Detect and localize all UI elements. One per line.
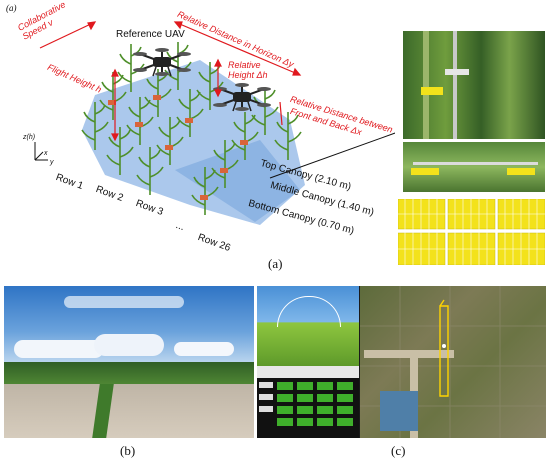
coordinate-axes <box>34 142 48 161</box>
reference-uav-label: Reference UAV <box>116 29 185 40</box>
front-back-arrow <box>279 101 283 126</box>
axis-z-label: z(h) <box>23 134 36 141</box>
panel-b-caption: (b) <box>120 443 136 458</box>
cloud <box>94 334 164 356</box>
cloud <box>64 296 184 308</box>
control-buttons-svg <box>259 382 353 426</box>
corn-stalk <box>423 31 429 139</box>
yellow-card-grid <box>398 199 545 265</box>
panel-c-caption: (c) <box>391 443 406 458</box>
field-photo <box>4 286 254 438</box>
axis-y-label: y <box>50 159 54 166</box>
sensor-photo-bottom <box>403 142 545 192</box>
panel-a-caption: (a) <box>268 256 283 271</box>
sensor-photo-top <box>403 31 545 139</box>
concrete-ground <box>4 384 254 438</box>
reference-uav-drone <box>133 48 191 77</box>
axis-x-label: x <box>44 150 48 157</box>
control-grid <box>257 378 359 438</box>
sensor-rod <box>413 162 538 165</box>
yellow-card <box>411 168 439 175</box>
sensor-pole <box>453 31 457 139</box>
cloud <box>174 342 234 356</box>
second-uav-drone <box>213 83 271 112</box>
corn-field-strip <box>4 362 254 384</box>
ground-station-screenshot <box>257 286 546 438</box>
callout-line <box>269 132 395 179</box>
field-schematic-svg <box>34 21 395 225</box>
panel-a-schematic: (a) Collaborative Speed v Reference UAV … <box>0 0 395 271</box>
satellite-map <box>360 286 546 438</box>
horizon-arrow <box>174 21 301 76</box>
clamp <box>445 69 469 75</box>
relative-height-label: Relative Height Δh <box>228 60 268 80</box>
sensor-markers <box>108 95 248 200</box>
toolbar-row <box>257 366 359 378</box>
hud-panel <box>257 286 359 366</box>
canopy-region-shadow <box>175 140 300 222</box>
map-overlay-svg <box>360 286 546 438</box>
panel-a-tag: (a) <box>6 3 17 13</box>
yellow-card <box>507 168 535 175</box>
cloud <box>14 340 104 358</box>
speed-arrow <box>39 21 96 49</box>
yellow-cards-svg <box>398 199 545 265</box>
yellow-card <box>421 87 443 95</box>
